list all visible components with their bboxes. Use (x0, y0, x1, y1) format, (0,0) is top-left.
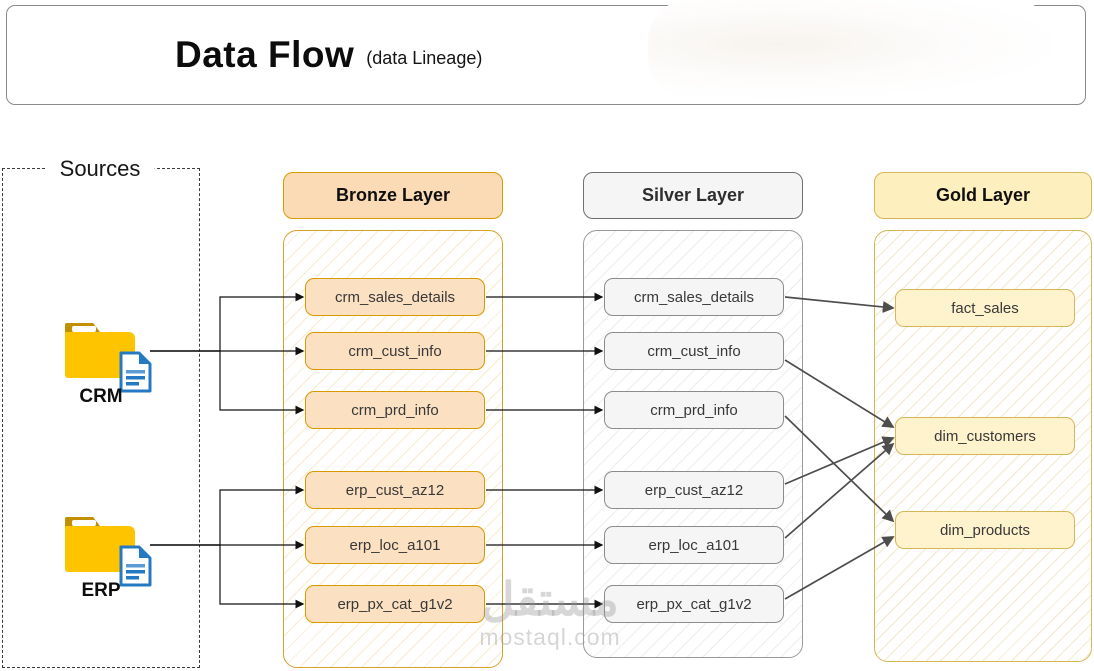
gold-layer-header: Gold Layer (874, 172, 1092, 219)
silver-layer-header: Silver Layer (583, 172, 803, 219)
table-node-silver: crm_prd_info (604, 391, 784, 429)
source-label-erp: ERP (81, 580, 121, 601)
table-node-gold: dim_customers (895, 417, 1075, 455)
source-erp: ERP (65, 514, 157, 606)
table-node-silver: crm_sales_details (604, 278, 784, 316)
table-node-silver: crm_cust_info (604, 332, 784, 370)
table-node-bronze: crm_sales_details (305, 278, 485, 316)
table-node-bronze: crm_cust_info (305, 332, 485, 370)
table-node-gold: fact_sales (895, 289, 1075, 327)
table-node-bronze: erp_px_cat_g1v2 (305, 585, 485, 623)
source-label-crm: CRM (79, 386, 123, 407)
page-title: Data Flow (175, 34, 355, 75)
header-white-patch (648, 0, 1054, 98)
table-node-gold: dim_products (895, 511, 1075, 549)
bronze-layer-header: Bronze Layer (283, 172, 503, 219)
table-node-silver: erp_loc_a101 (604, 526, 784, 564)
sources-label: Sources (45, 156, 155, 182)
title-row: Data Flow (data Lineage) (175, 6, 482, 104)
folder-slot (72, 520, 96, 526)
table-node-bronze: crm_prd_info (305, 391, 485, 429)
source-crm: CRM (65, 320, 157, 412)
folder-slot (72, 326, 96, 332)
page-subtitle: (data Lineage) (366, 47, 483, 68)
table-node-bronze: erp_loc_a101 (305, 526, 485, 564)
table-node-bronze: erp_cust_az12 (305, 471, 485, 509)
table-node-silver: erp_px_cat_g1v2 (604, 585, 784, 623)
table-node-silver: erp_cust_az12 (604, 471, 784, 509)
